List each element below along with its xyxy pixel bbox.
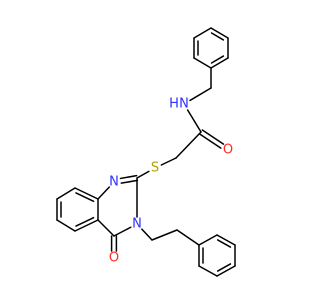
bond-quin_c4a-quin_c4 — [97, 219, 115, 237]
bond-quin_c8a-quin_c8-inner — [75, 192, 95, 203]
bond-quin_c5-quin_c4a — [74, 219, 99, 232]
bond-ch2_s-sulfur — [160, 157, 177, 166]
atom-label-sulfur: S — [151, 161, 159, 176]
bond-quin_c6-quin_c5 — [56, 219, 76, 232]
atom-label-quin_n3: N — [132, 217, 142, 232]
bond-quin_n1-quin_c8a — [97, 186, 110, 200]
bond-ph2_c6-ph2_c1 — [198, 234, 218, 246]
bond-ph2_c5-ph2_c6 — [216, 234, 236, 246]
bond-carbonyl_c-ch2_s — [175, 131, 202, 159]
bond-ethyl_c1-ethyl_c2 — [151, 229, 178, 241]
bond-ethyl_c2-ph2_c1 — [176, 229, 200, 246]
bond-quin_c8-quin_c7 — [56, 187, 76, 200]
atom-label-quin_o4: O — [109, 251, 119, 266]
bond-ph1_c6-ph1_c1 — [193, 27, 212, 39]
bond-benzyl_ch2-amide_n — [189, 87, 212, 102]
bond-ph2_c2-ph2_c3 — [198, 265, 218, 277]
bond-carbonyl_c-carbonyl_o-b — [201, 129, 225, 145]
bond-ph1_c4-ph1_c5 — [193, 57, 212, 69]
bond-ph1_c1-ph1_c2-inner — [210, 32, 225, 41]
atom-hydrogen-label-amide_n: H — [169, 97, 179, 112]
atom-label-amide_n: N — [179, 97, 189, 112]
bond-ph2_c3-ph2_c4-inner — [216, 263, 232, 272]
bond-quin_c5-quin_c4a-inner — [75, 216, 95, 227]
bond-carbonyl_c-carbonyl_o-a — [198, 133, 222, 149]
bond-quin_n3-ethyl_c1 — [141, 228, 153, 241]
bond-ph1_c3-ph1_c4-inner — [210, 55, 225, 64]
bond-amide_n-carbonyl_c — [186, 109, 202, 133]
bond-ph2_c5-ph2_c6-inner — [216, 239, 232, 248]
atom-label-quin_n1: N — [109, 175, 119, 190]
bond-quin_c2-quin_n1-b — [120, 179, 139, 184]
bond-sulfur-quin_c2 — [136, 170, 150, 179]
bond-ph1_c1-ph1_c2 — [210, 27, 229, 39]
atom-label-carbonyl_o: O — [223, 143, 233, 158]
bond-layer — [56, 27, 236, 277]
bond-ph1_c3-ph1_c4 — [210, 57, 229, 69]
bond-quin_c2-quin_n1-a — [119, 174, 138, 180]
bond-quin_c8a-quin_c8 — [74, 187, 99, 200]
bond-ph2_c3-ph2_c4 — [216, 265, 236, 277]
bond-quin_c4-quin_n3 — [113, 226, 132, 237]
